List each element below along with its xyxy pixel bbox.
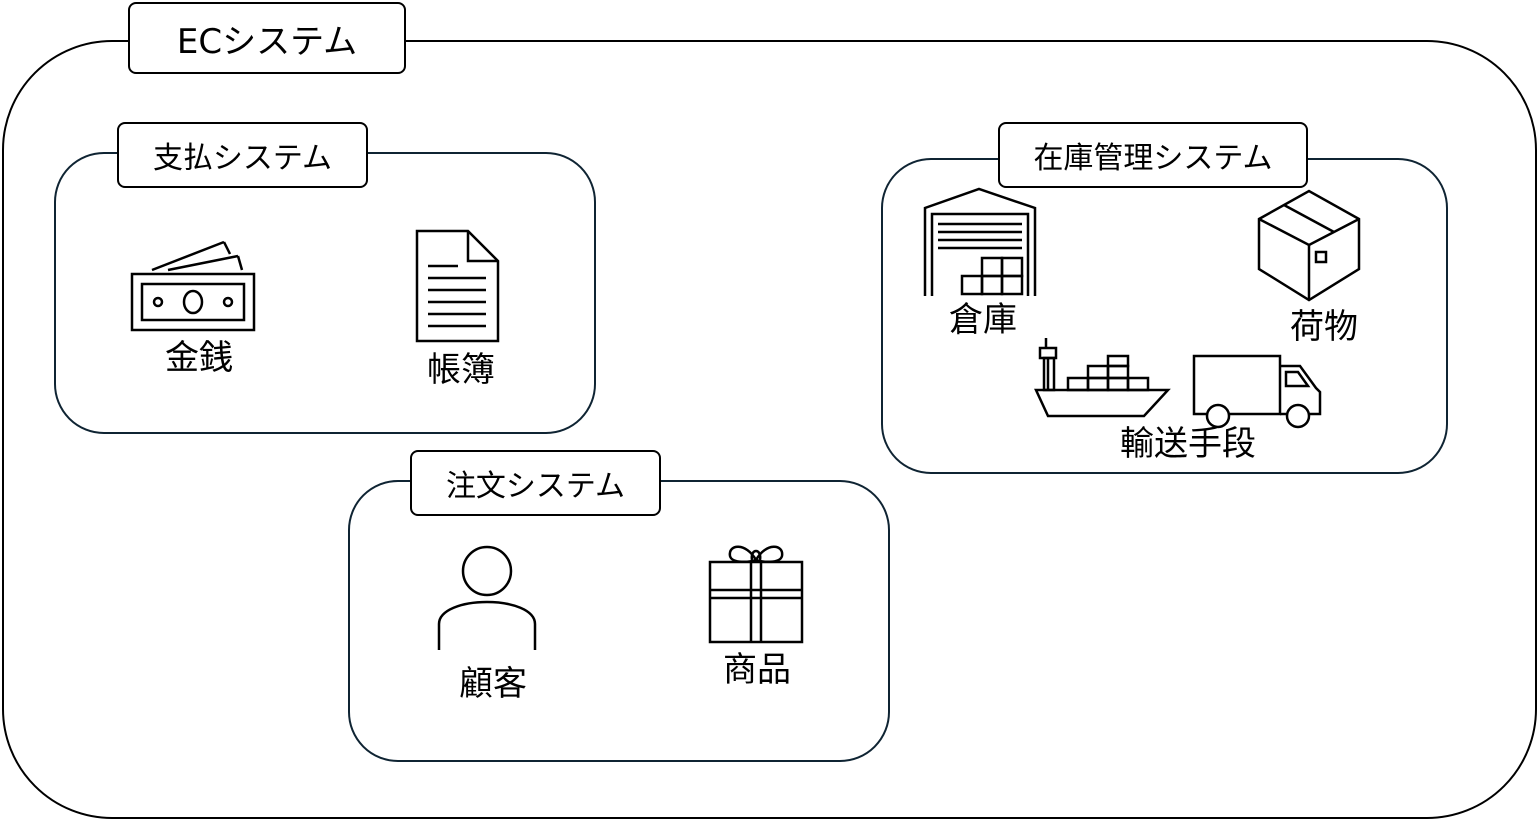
box-icon bbox=[1257, 189, 1361, 302]
ship-icon bbox=[1034, 338, 1171, 418]
payment-system-group bbox=[54, 152, 596, 434]
product-caption: 商品 bbox=[723, 650, 791, 690]
inventory-system-label: 在庫管理システム bbox=[998, 122, 1308, 188]
person-icon bbox=[437, 545, 537, 650]
order-system-group bbox=[348, 480, 890, 762]
truck-icon bbox=[1192, 354, 1322, 429]
order-system-label: 注文システム bbox=[410, 450, 661, 516]
warehouse-icon bbox=[923, 187, 1037, 296]
ledger-caption: 帳簿 bbox=[427, 350, 495, 390]
gift-icon bbox=[708, 545, 804, 644]
payment-system-label: 支払システム bbox=[117, 122, 368, 188]
document-icon bbox=[415, 229, 500, 343]
customer-caption: 顧客 bbox=[459, 664, 527, 704]
money-icon bbox=[130, 240, 256, 332]
money-caption: 金銭 bbox=[165, 338, 233, 378]
inventory-system-group bbox=[881, 158, 1448, 474]
warehouse-caption: 倉庫 bbox=[949, 300, 1017, 340]
parcel-caption: 荷物 bbox=[1290, 307, 1358, 347]
ec-system-label: ECシステム bbox=[128, 2, 406, 74]
transport-caption: 輸送手段 bbox=[1120, 424, 1256, 464]
